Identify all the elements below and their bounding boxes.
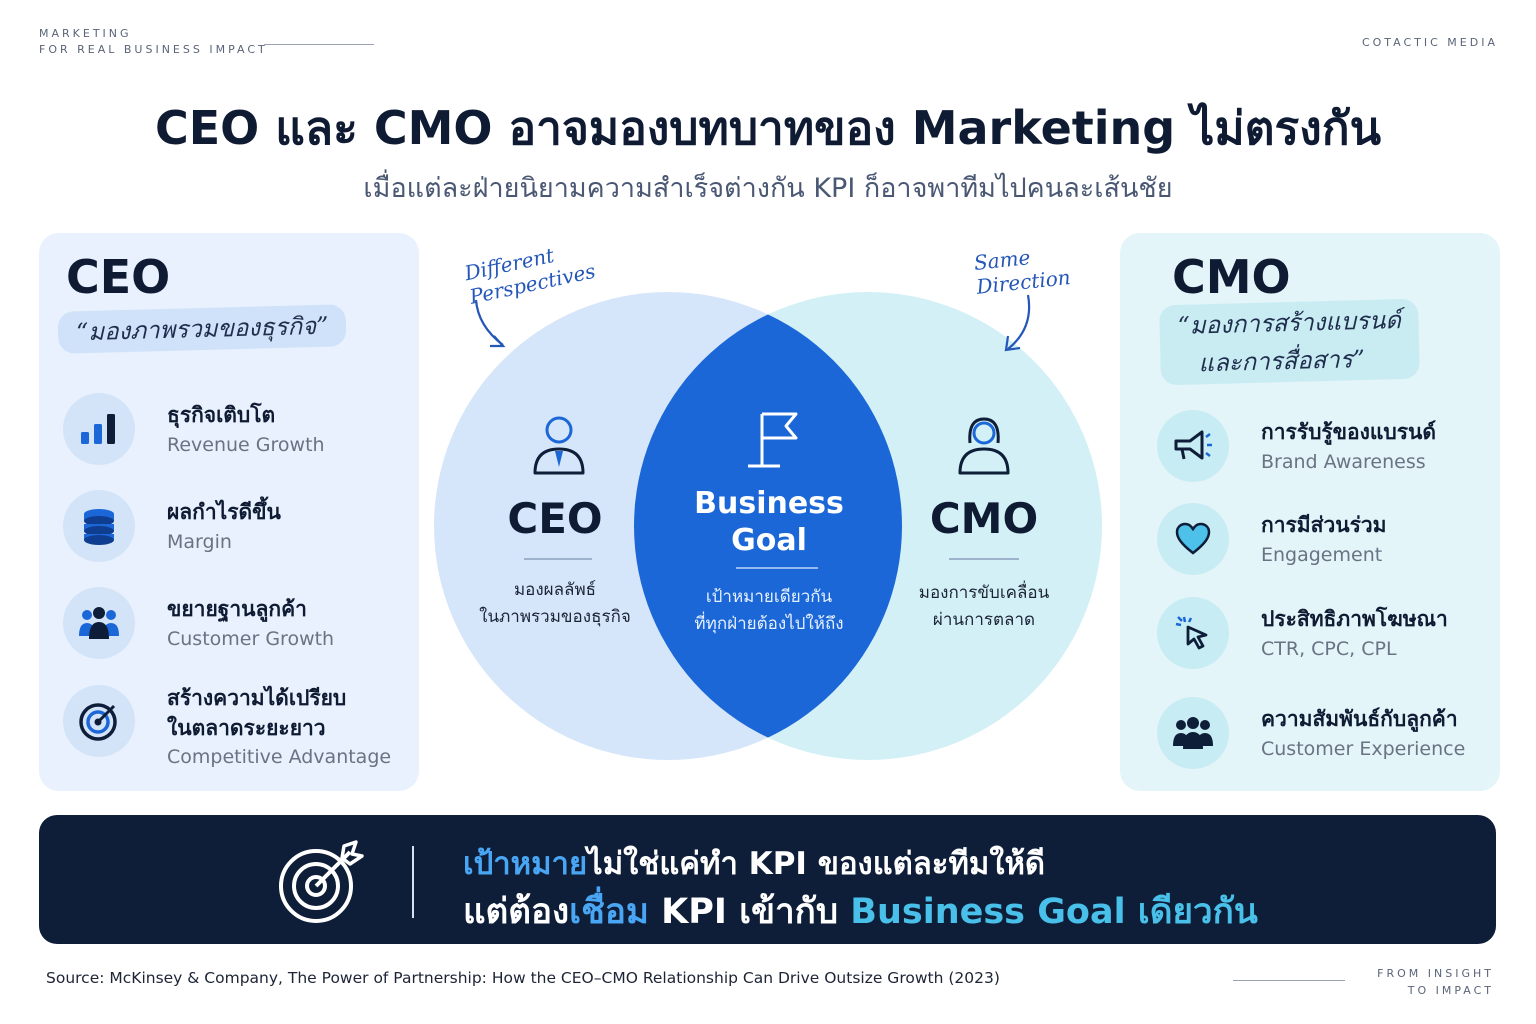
banner-divider — [412, 846, 414, 918]
group-icon — [63, 587, 135, 659]
kpi-title: ประสิทธิภาพโฆษณา — [1261, 607, 1448, 631]
brand-name: COTACTIC MEDIA — [1361, 36, 1498, 49]
bar-chart-icon — [63, 393, 135, 465]
kpi-title: ขยายฐานลูกค้า — [167, 597, 307, 621]
cmo-kpi-engagement: การมีส่วนร่วม Engagement — [1157, 503, 1487, 583]
venn-ceo-desc-line2: ในภาพรวมของธุรกิจ — [479, 607, 631, 627]
venn-ceo-desc-line1: มองผลลัพธ์ — [513, 580, 597, 600]
ceo-kpi-revenue: ธุรกิจเติบโต Revenue Growth — [63, 393, 403, 473]
venn-intersection — [634, 292, 902, 760]
kpi-title: ความสัมพันธ์กับลูกค้า — [1261, 707, 1458, 731]
group-icon — [1157, 697, 1229, 769]
coin-stack-icon — [63, 490, 135, 562]
cursor-click-icon — [1157, 597, 1229, 669]
arrow-right — [1007, 294, 1031, 350]
note-same-direction: Same Direction — [973, 241, 1072, 299]
ceo-person-icon — [533, 416, 585, 475]
kpi-subtitle: Customer Growth — [167, 628, 335, 650]
target-arrow-icon — [279, 840, 364, 923]
megaphone-icon — [1157, 410, 1229, 482]
kpi-subtitle: Competitive Advantage — [167, 746, 392, 768]
header-rule — [264, 44, 374, 45]
banner-highlight-connect: เชื่อม — [569, 892, 649, 932]
kpi-title: ธุรกิจเติบโต — [167, 403, 276, 427]
brand-tagline-line1: MARKETING — [39, 27, 132, 40]
banner-line2-b: KPI เข้ากับ — [648, 892, 851, 932]
kpi-subtitle: Revenue Growth — [167, 434, 325, 456]
footer-tagline-line1: FROM INSIGHT — [1377, 967, 1494, 980]
kpi-title: การรับรู้ของแบรนด์ — [1261, 420, 1437, 444]
footer-rule — [1233, 980, 1345, 981]
source-citation: Source: McKinsey & Company, The Power of… — [46, 969, 1000, 987]
banner-line2-a: แต่ต้อง — [463, 892, 570, 932]
page-title: CEO และ CMO อาจมองบทบาทของ Marketing ไม่… — [154, 101, 1382, 155]
venn-ceo-title: CEO — [507, 494, 603, 543]
ceo-kpi-customers: ขยายฐานลูกค้า Customer Growth — [63, 587, 403, 667]
footer-tagline-line2: TO IMPACT — [1407, 984, 1494, 997]
venn-goal-title: Business Goal — [677, 485, 861, 559]
ceo-panel-title: CEO — [66, 250, 171, 304]
cmo-kpi-customer-experience: ความสัมพันธ์กับลูกค้า Customer Experienc… — [1157, 697, 1487, 777]
kpi-subtitle: Margin — [167, 531, 232, 553]
target-icon — [63, 685, 135, 757]
arrowhead-right — [1004, 335, 1021, 352]
ceo-kpi-advantage: สร้างความได้เปรียบ ในตลาดระยะยาว Competi… — [63, 685, 403, 780]
kpi-subtitle: Brand Awareness — [1261, 451, 1426, 473]
kpi-title: การมีส่วนร่วม — [1261, 513, 1387, 537]
kpi-subtitle: Customer Experience — [1261, 738, 1466, 760]
venn-cmo-desc-line2: ผ่านการตลาด — [932, 610, 1036, 630]
ceo-kpi-margin: ผลกำไรดีขึ้น Margin — [63, 490, 403, 570]
venn-goal-desc-line1: เป้าหมายเดียวกัน — [705, 587, 833, 607]
venn-cmo-desc-line1: มองการขับเคลื่อน — [918, 583, 1050, 603]
venn-cmo-desc: มองการขับเคลื่อน ผ่านการตลาด — [894, 580, 1074, 634]
arrowhead-left — [490, 335, 506, 348]
venn-goal-title-line1: Business — [694, 486, 844, 521]
kpi-title: สร้างความได้เปรียบ — [167, 686, 347, 710]
banner-line1-rest: ไม่ใช่แค่ทำ KPI ของแต่ละทีมให้ดี — [587, 846, 1046, 882]
brand-tagline-line2: FOR REAL BUSINESS IMPACT — [39, 43, 268, 56]
banner-highlight-business-goal: Business Goal เดียวกัน — [850, 892, 1258, 932]
venn-cmo-title: CMO — [929, 494, 1039, 543]
cmo-kpi-ad-performance: ประสิทธิภาพโฆษณา CTR, CPC, CPL — [1157, 597, 1487, 677]
venn-goal-title-line2: Goal — [731, 523, 807, 558]
banner-line1: เป้าหมายไม่ใช่แค่ทำ KPI ของแต่ละทีมให้ดี — [463, 838, 1045, 888]
flag-icon — [748, 412, 798, 468]
kpi-title-line2: ในตลาดระยะยาว — [167, 716, 326, 740]
venn-goal-desc-line2: ที่ทุกฝ่ายต้องไปให้ถึง — [694, 614, 844, 634]
heart-icon — [1157, 503, 1229, 575]
banner-line2: แต่ต้องเชื่อม KPI เข้ากับ Business Goal … — [463, 884, 1258, 939]
page-subtitle: เมื่อแต่ละฝ่ายนิยามความสำเร็จต่างกัน KPI… — [363, 173, 1173, 204]
cmo-person-icon — [958, 417, 1010, 475]
kpi-title: ผลกำไรดีขึ้น — [167, 500, 281, 524]
venn-goal-desc: เป้าหมายเดียวกัน ที่ทุกฝ่ายต้องไปให้ถึง — [672, 584, 866, 638]
kpi-subtitle: CTR, CPC, CPL — [1261, 638, 1397, 660]
venn-ceo-desc: มองผลลัพธ์ ในภาพรวมของธุรกิจ — [460, 577, 650, 631]
cmo-panel-title: CMO — [1172, 250, 1291, 304]
kpi-subtitle: Engagement — [1261, 544, 1383, 566]
cmo-kpi-awareness: การรับรู้ของแบรนด์ Brand Awareness — [1157, 410, 1487, 490]
banner-highlight-goal: เป้าหมาย — [463, 846, 588, 882]
